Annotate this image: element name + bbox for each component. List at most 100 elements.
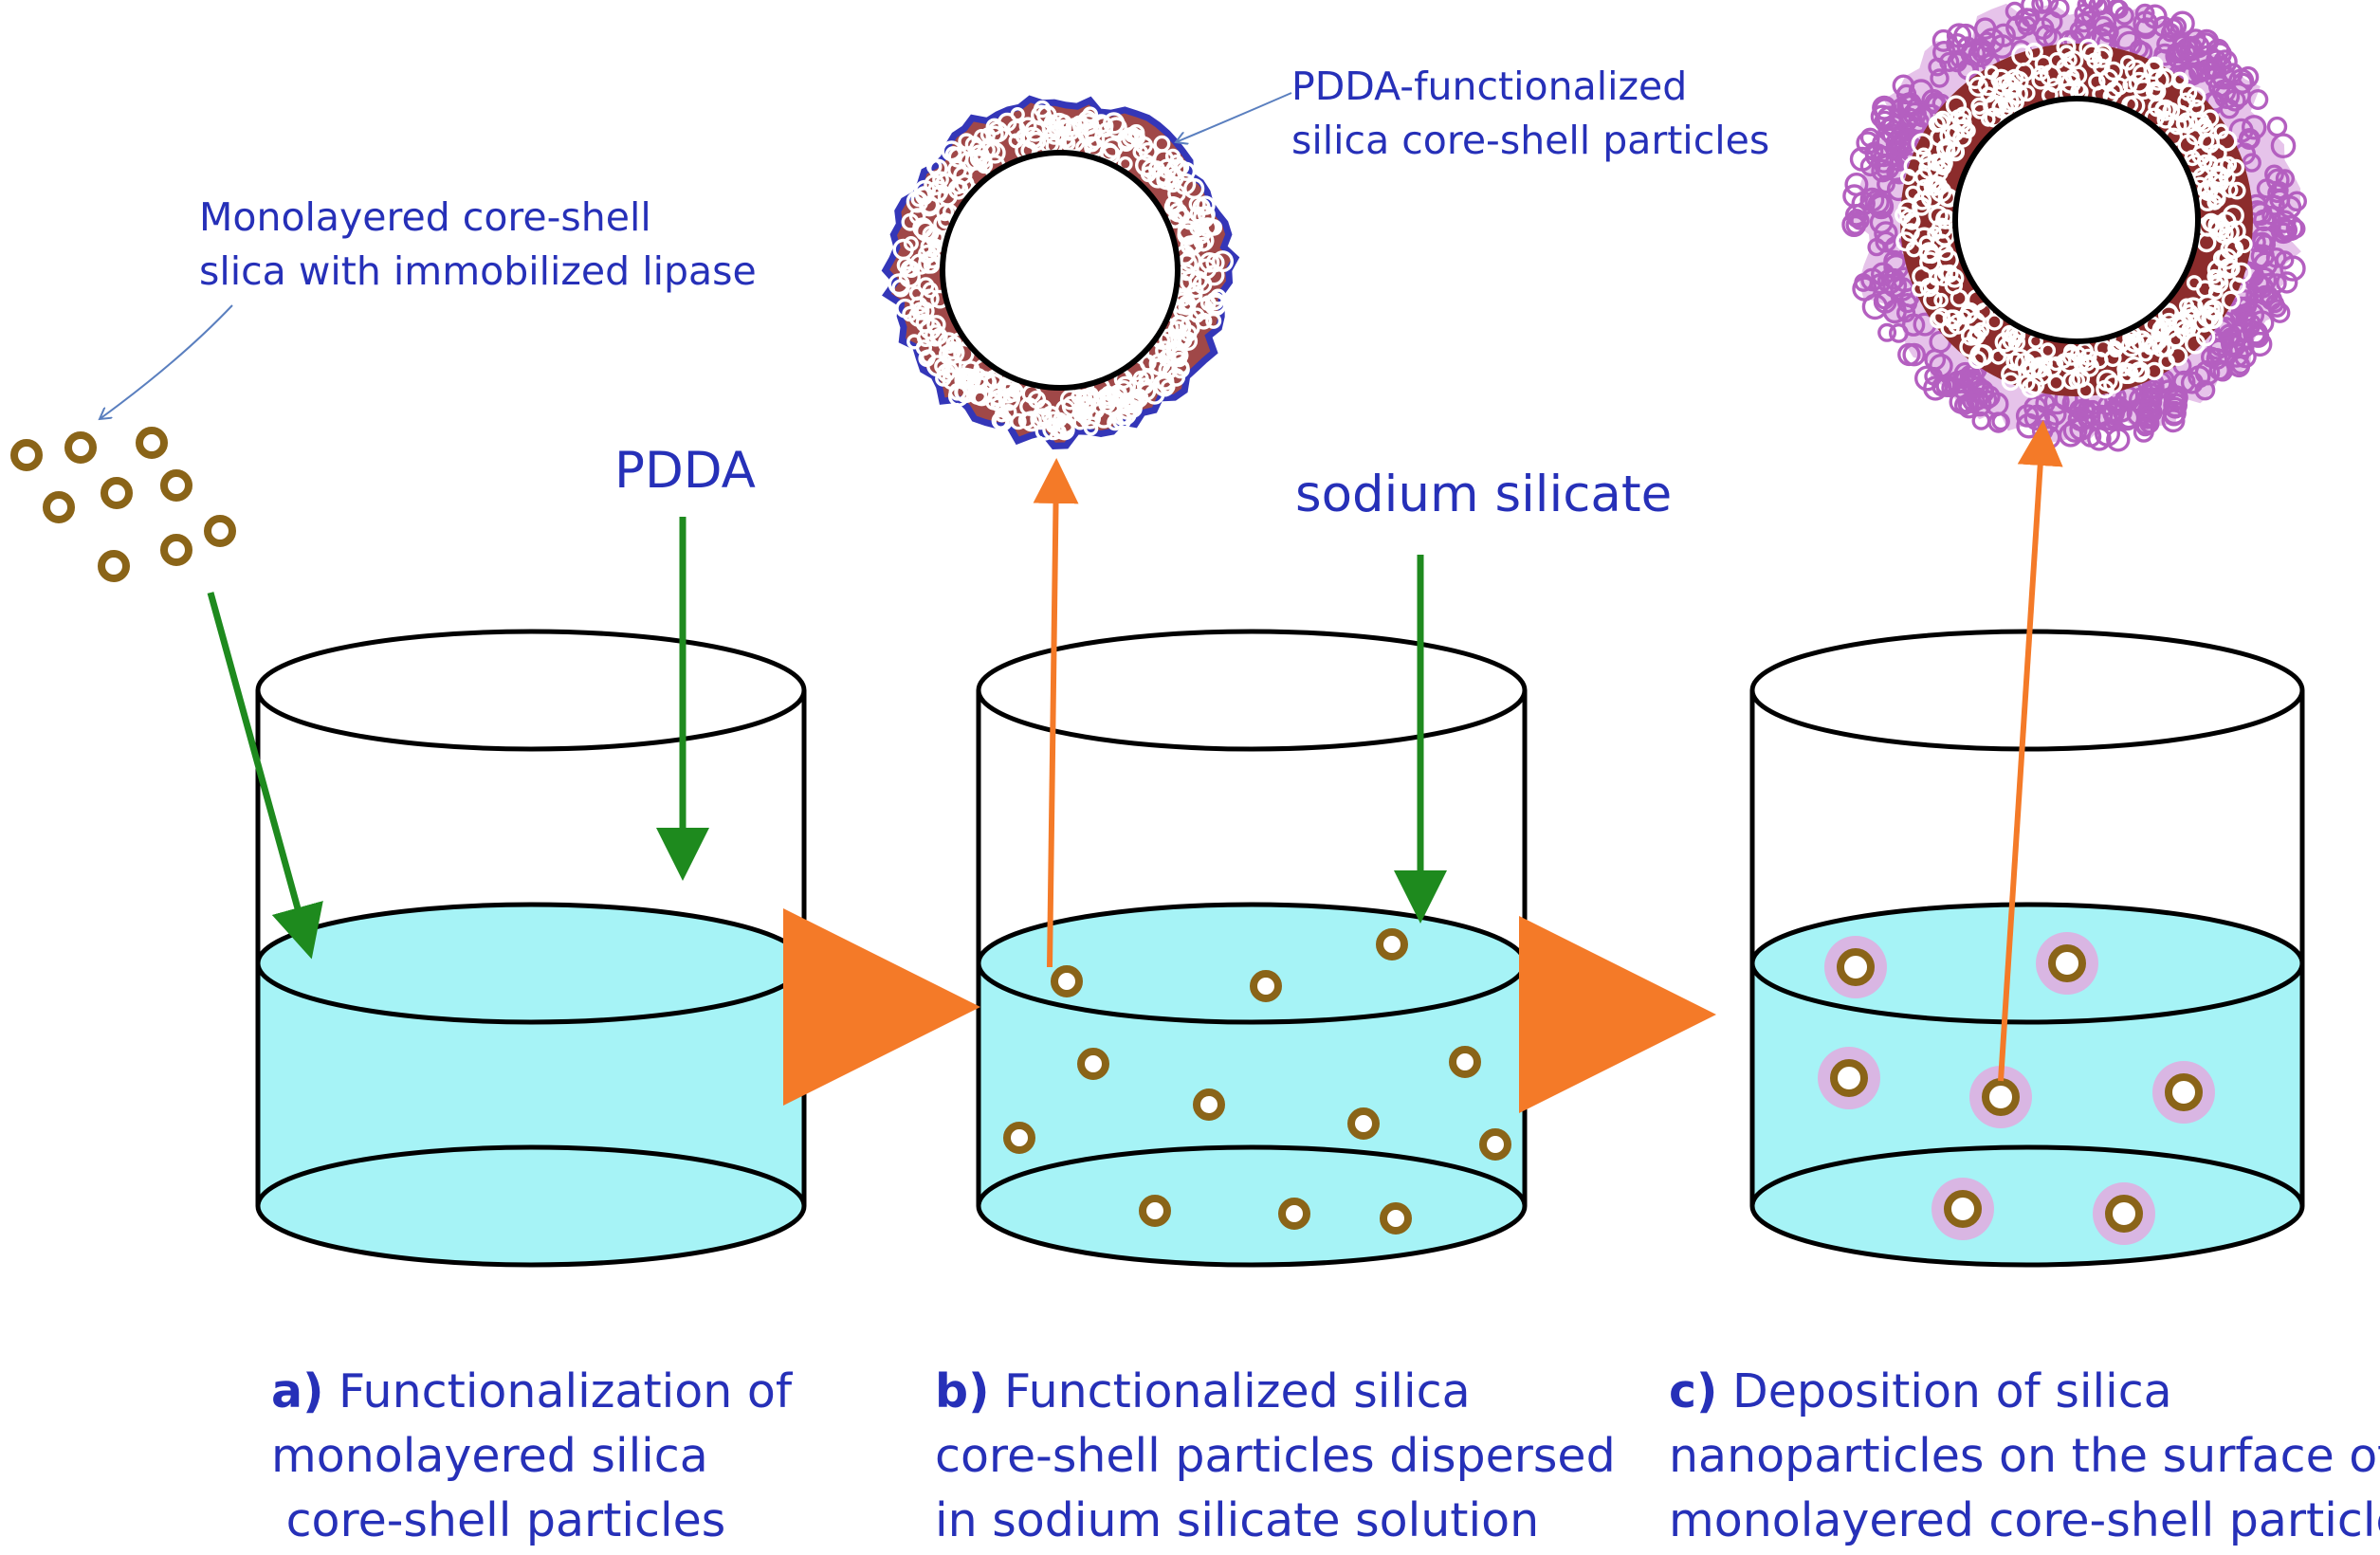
shell-blob: [941, 140, 962, 162]
shell-blob: [2067, 65, 2088, 85]
shell-blob: [2267, 299, 2287, 318]
shell-blob: [1148, 353, 1171, 375]
shell-blob: [1874, 110, 1895, 133]
shell-blob: [1841, 211, 1867, 237]
shell-blob: [2048, 0, 2070, 19]
dispersed-particle: [1051, 965, 1083, 997]
caption-a-line1: Functionalization of: [323, 1364, 793, 1418]
shell-blob: [2024, 42, 2043, 61]
shell-blob: [926, 158, 943, 174]
shell-blob: [1138, 369, 1155, 386]
shell-blob: [1968, 393, 1992, 417]
beaker-a-liquid: [258, 905, 804, 1265]
shell-blob: [947, 146, 969, 168]
shell-blob: [2207, 284, 2224, 301]
shell-blob: [1059, 389, 1081, 411]
shell-blob: [2009, 348, 2031, 370]
dispersed-particle: [1003, 1122, 1035, 1154]
shell-blob: [2087, 426, 2112, 451]
shell-blob: [2228, 277, 2246, 295]
shell-blob: [1990, 68, 2012, 90]
caption-c-line3: monolayered core-shell particles: [1669, 1493, 2380, 1547]
shell-blob: [2005, 15, 2031, 41]
shell-blob: [1117, 398, 1139, 420]
shell-blob: [1869, 210, 1894, 234]
shell-blob: [977, 140, 996, 159]
shell-blob: [2157, 379, 2179, 400]
shell-blob: [1006, 119, 1026, 139]
shell-blob: [2108, 342, 2123, 358]
shell-blob: [1153, 135, 1171, 153]
shell-blob: [1919, 251, 1941, 273]
shell-blob: [1132, 144, 1148, 160]
shell-blob: [1883, 249, 1906, 273]
shell-blob: [2132, 364, 2149, 380]
shell-blob: [2227, 181, 2246, 200]
arrow-zoom-pdda-particle: [1033, 458, 1079, 968]
free-particle: [98, 550, 130, 582]
shell-blob: [1953, 361, 1977, 385]
shell-blob: [2078, 354, 2096, 372]
dispersed-particle: [1193, 1088, 1225, 1121]
beaker-b: [976, 629, 1528, 1268]
coated-particle: [1944, 1190, 1982, 1228]
shell-blob: [926, 315, 946, 335]
beaker-b-rim: [976, 629, 1528, 752]
shell-blob: [1923, 375, 1949, 401]
shell-blob: [2160, 312, 2178, 330]
coated-particle: [1837, 948, 1875, 986]
shell-blob: [1174, 359, 1190, 375]
shell-blob: [1035, 399, 1053, 416]
shell-blob: [947, 178, 969, 200]
shell-blob: [2103, 61, 2124, 82]
shell-blob: [1085, 128, 1106, 150]
dispersed-particle: [1479, 1128, 1511, 1161]
shell-blob: [2182, 303, 2198, 320]
shell-blob: [1923, 174, 1945, 196]
shell-blob: [2069, 417, 2093, 441]
shell-blob: [992, 411, 1014, 431]
shell-blob: [2201, 308, 2223, 330]
shell-blob: [2091, 47, 2113, 68]
shell-blob: [973, 150, 993, 170]
shell-blob: [2213, 123, 2229, 139]
shell-blob: [1103, 112, 1126, 135]
shell-blob: [2035, 0, 2060, 13]
shell-blob: [2267, 183, 2288, 204]
shell-blob: [2090, 404, 2114, 428]
shell-blob: [919, 318, 942, 340]
shell-blob: [1060, 136, 1076, 152]
shell-blob: [2194, 379, 2216, 401]
shell-blob: [1867, 192, 1894, 218]
beaker-c-wall: [1749, 690, 2305, 1268]
shell-blob: [2021, 377, 2041, 398]
shell-blob: [2007, 83, 2029, 104]
caption-a: a) Functionalization of monolayered sili…: [271, 1360, 792, 1553]
shell-blob: [895, 298, 915, 319]
shell-blob: [922, 282, 939, 299]
shell-blob: [1005, 387, 1021, 403]
shell-blob: [936, 363, 956, 383]
shell-blob: [2154, 101, 2171, 119]
label-pdda-functionalized-line1: PDDA-functionalized: [1291, 64, 1688, 109]
shell-blob: [953, 342, 975, 365]
free-particle: [64, 431, 97, 464]
shell-blob: [2116, 361, 2132, 376]
shell-blob: [2270, 133, 2297, 158]
free-particle: [160, 469, 192, 502]
coated-particle: [2105, 1195, 2143, 1233]
shell-blob: [2092, 58, 2111, 77]
shell-blob: [1986, 313, 2004, 331]
label-pdda: PDDA: [614, 442, 756, 500]
shell-blob: [2247, 331, 2273, 357]
shell-blob: [2209, 165, 2229, 186]
caption-b: b) Functionalized silica core-shell part…: [935, 1360, 1616, 1553]
shell-blob: [2207, 42, 2232, 67]
shell-blob: [2200, 346, 2223, 368]
label-monolayer-line2: slica with immobilized lipase: [199, 248, 757, 294]
shell-blob: [1870, 262, 1895, 286]
shell-blob: [2220, 239, 2242, 260]
shell-blob: [942, 347, 961, 366]
shell-blob: [1942, 309, 1961, 328]
shell-blob: [2275, 169, 2295, 189]
